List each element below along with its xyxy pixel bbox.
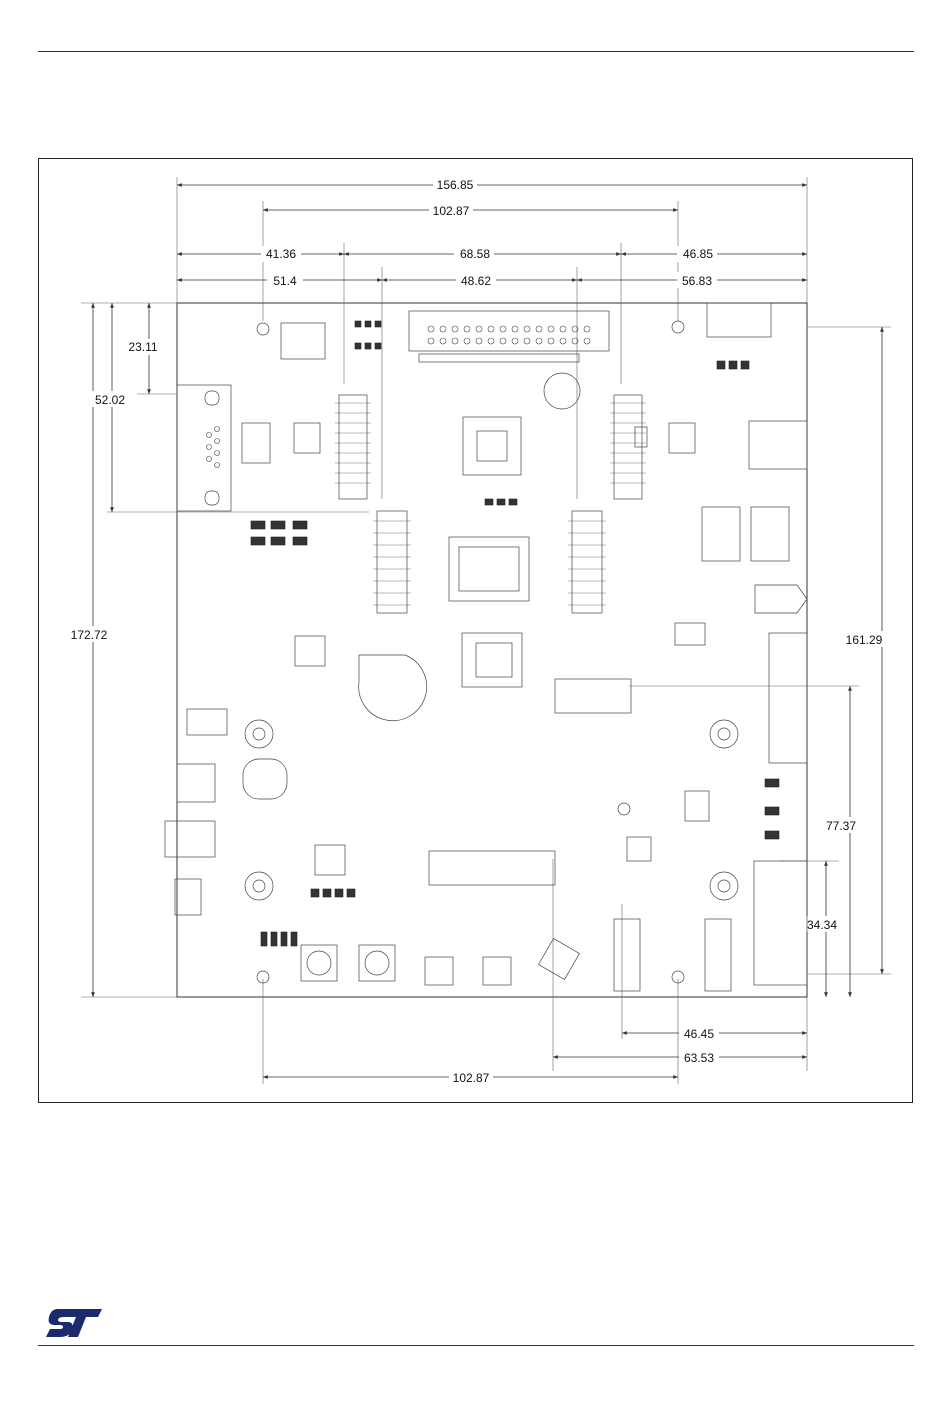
dim-right-mid: 77.37 bbox=[826, 819, 856, 833]
right-dimensions: 161.29 77.37 34.34 bbox=[629, 327, 891, 997]
pcb-components bbox=[165, 303, 807, 991]
footer-rule bbox=[38, 1345, 914, 1346]
dim-segment-a1: 41.36 bbox=[266, 247, 296, 261]
dim-overall-height: 172.72 bbox=[71, 628, 108, 642]
dim-overall-width: 156.85 bbox=[437, 178, 474, 192]
dim-left-offset-2: 52.02 bbox=[95, 393, 125, 407]
dim-left-offset-1: 23.11 bbox=[128, 340, 157, 354]
dim-bottom-1: 46.45 bbox=[684, 1027, 714, 1041]
dim-right-height: 161.29 bbox=[846, 633, 883, 647]
dim-segment-b3: 56.83 bbox=[682, 274, 712, 288]
top-dimension-lines bbox=[177, 185, 807, 280]
top-dimension-labels: 156.85 102.87 41.36 68.58 46.85 51.4 48.… bbox=[261, 176, 717, 288]
board-drawing-frame: 156.85 102.87 41.36 68.58 46.85 51.4 48.… bbox=[38, 158, 913, 1103]
dim-bottom-hole-span: 102.87 bbox=[453, 1071, 490, 1085]
dim-top-hole-span: 102.87 bbox=[433, 204, 470, 218]
st-logo bbox=[44, 1305, 106, 1341]
dim-segment-a3: 46.85 bbox=[683, 247, 713, 261]
dim-segment-b2: 48.62 bbox=[461, 274, 491, 288]
dim-right-low: 34.34 bbox=[807, 918, 837, 932]
dim-bottom-2: 63.53 bbox=[684, 1051, 714, 1065]
dim-segment-a2: 68.58 bbox=[460, 247, 490, 261]
board-mechanical-drawing: 156.85 102.87 41.36 68.58 46.85 51.4 48.… bbox=[39, 159, 914, 1104]
header-rule bbox=[38, 51, 914, 52]
dim-segment-b1: 51.4 bbox=[273, 274, 297, 288]
bottom-dimensions: 46.45 63.53 102.87 bbox=[263, 859, 807, 1085]
